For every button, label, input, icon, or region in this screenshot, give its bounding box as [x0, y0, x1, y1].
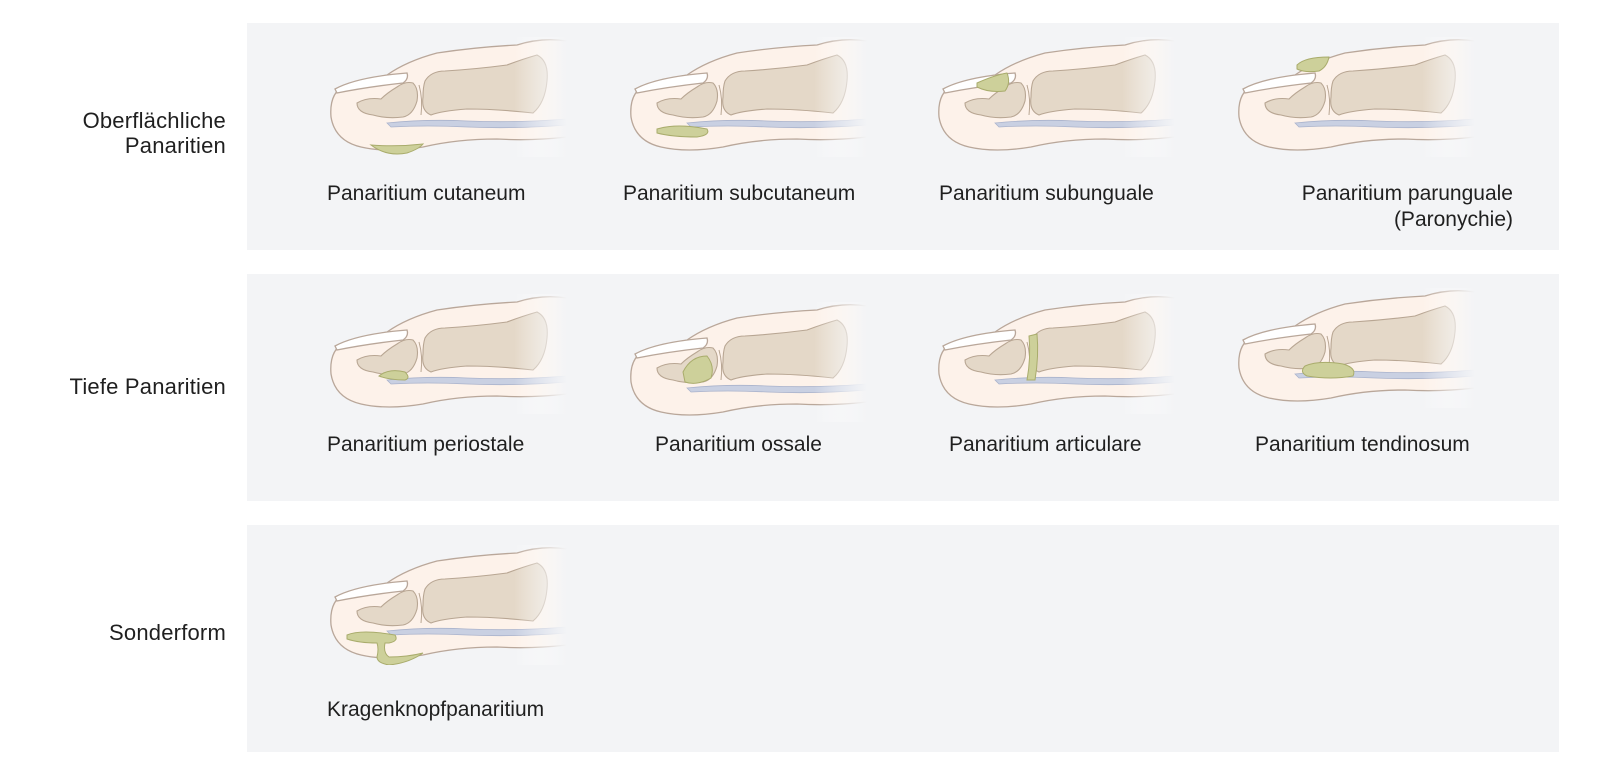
- item-ossale: Panaritium ossale: [627, 274, 927, 501]
- caption-subunguale: Panaritium subunguale: [939, 181, 1154, 207]
- caption-line: Panaritium ossale: [655, 433, 822, 456]
- row-label-tiefe: Tiefe Panaritien: [0, 374, 226, 399]
- caption-line: Panaritium parunguale: [1301, 182, 1513, 205]
- finger-illustration: [327, 545, 567, 665]
- fade-overlay: [1235, 288, 1475, 408]
- fade-overlay: [935, 37, 1175, 157]
- item-kragenknopf: Kragenknopfpanaritium: [327, 525, 627, 752]
- row-label-line: Oberflächliche: [82, 108, 226, 133]
- item-cutaneum: Panaritium cutaneum: [327, 23, 627, 250]
- caption-line: Kragenknopfpanaritium: [327, 698, 545, 721]
- caption-ossale: Panaritium ossale: [655, 432, 822, 458]
- item-parunguale: Panaritium parunguale (Paronychie): [1235, 23, 1535, 250]
- item-tendinosum: Panaritium tendinosum: [1235, 274, 1535, 501]
- fade-overlay: [935, 294, 1175, 414]
- finger-illustration: [1235, 288, 1475, 408]
- caption-kragenknopf: Kragenknopfpanaritium: [327, 697, 544, 723]
- fade-overlay: [327, 294, 567, 414]
- caption-subcutaneum: Panaritium subcutaneum: [623, 181, 855, 207]
- finger-illustration: [327, 294, 567, 414]
- row-label-line: Tiefe Panaritien: [69, 374, 226, 399]
- caption-tendinosum: Panaritium tendinosum: [1255, 432, 1470, 458]
- caption-parunguale: Panaritium parunguale (Paronychie): [1261, 181, 1513, 233]
- item-periostale: Panaritium periostale: [327, 274, 627, 501]
- fade-overlay: [627, 37, 867, 157]
- caption-line: Panaritium subcutaneum: [623, 182, 856, 205]
- finger-illustration: [935, 294, 1175, 414]
- caption-cutaneum: Panaritium cutaneum: [327, 181, 525, 207]
- fade-overlay: [327, 545, 567, 665]
- row-label-sonderform: Sonderform: [0, 620, 226, 645]
- caption-line: (Paronychie): [1393, 208, 1513, 231]
- caption-articulare: Panaritium articulare: [949, 432, 1142, 458]
- panel-oberflaechliche: Panaritium cutaneum Panaritium subcutane…: [247, 23, 1559, 250]
- row-label-line: Sonderform: [109, 620, 226, 645]
- finger-illustration: [627, 302, 867, 422]
- fade-overlay: [627, 302, 867, 422]
- caption-line: Panaritium periostale: [327, 433, 525, 456]
- row-label-oberflaechliche: Oberflächliche Panaritien: [0, 108, 226, 158]
- caption-line: Panaritium subunguale: [939, 182, 1154, 205]
- item-articulare: Panaritium articulare: [935, 274, 1235, 501]
- panel-tiefe: Panaritium periostale Panaritium ossale …: [247, 274, 1559, 501]
- caption-line: Panaritium tendinosum: [1255, 433, 1470, 456]
- caption-line: Panaritium cutaneum: [327, 182, 526, 205]
- caption-line: Panaritium articulare: [949, 433, 1142, 456]
- finger-illustration: [627, 37, 867, 157]
- caption-periostale: Panaritium periostale: [327, 432, 524, 458]
- finger-illustration: [935, 37, 1175, 157]
- finger-illustration: [327, 37, 567, 157]
- panel-sonderform: Kragenknopfpanaritium: [247, 525, 1559, 752]
- fade-overlay: [1235, 37, 1475, 157]
- finger-illustration: [1235, 37, 1475, 157]
- row-label-line: Panaritien: [124, 133, 226, 158]
- item-subcutaneum: Panaritium subcutaneum: [623, 23, 927, 250]
- fade-overlay: [327, 37, 567, 157]
- item-subunguale: Panaritium subunguale: [935, 23, 1235, 250]
